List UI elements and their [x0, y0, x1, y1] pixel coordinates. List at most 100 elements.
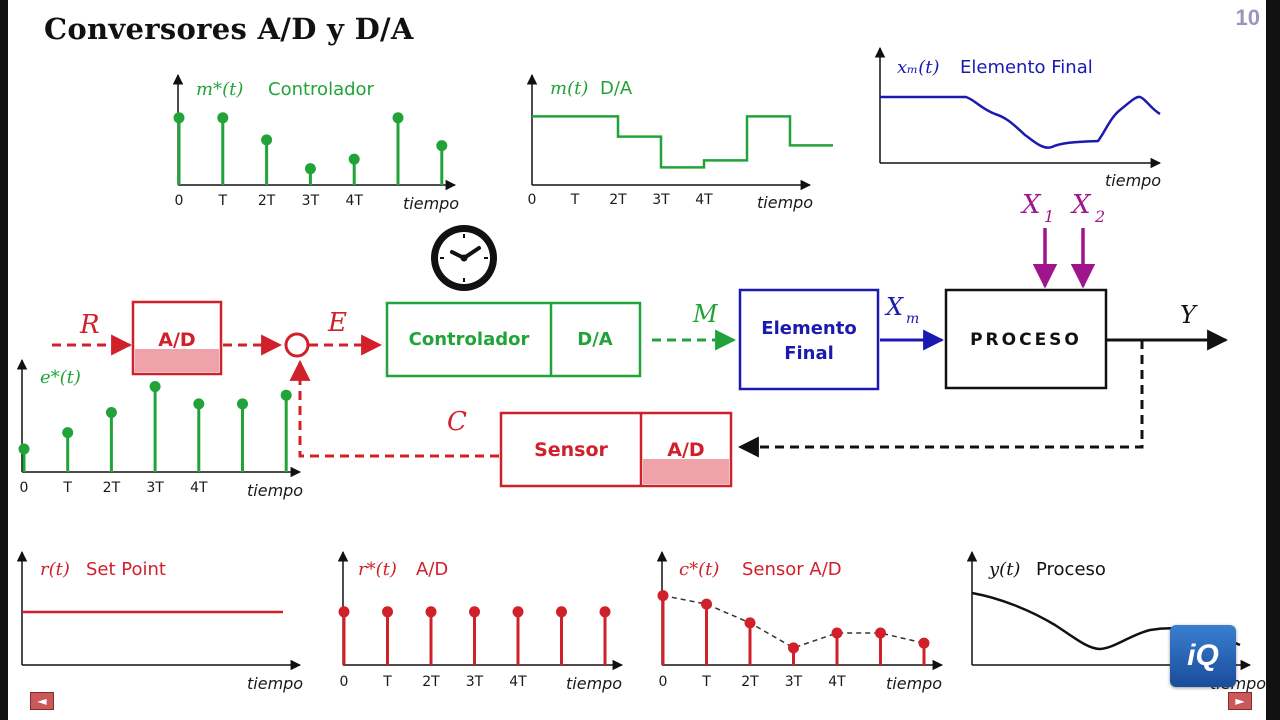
chart-m-da-staircase-line	[532, 115, 833, 169]
tick-label: 2T	[103, 480, 121, 496]
stem-dot	[193, 398, 205, 410]
disturbance-x2-label: X	[1070, 190, 1092, 220]
tick-label: 4T	[345, 193, 363, 209]
stem-dot	[173, 112, 185, 124]
chart-m-da-time-label: tiempo	[757, 193, 813, 212]
disturbance-x1-subscript: 1	[1044, 207, 1054, 226]
sensor-label: Sensor	[534, 439, 608, 461]
chart-r-set: r(t) Set Point tiempo	[16, 550, 303, 693]
stem-dot	[599, 606, 611, 618]
chart-c-star-time-label: tiempo	[886, 674, 942, 693]
stem-dot	[392, 112, 404, 124]
tick-label: 4T	[190, 480, 208, 496]
summing-junction	[284, 332, 310, 358]
chart-y-proc-title-math: y(t)	[988, 559, 1020, 580]
final-element-label-1: Elemento	[761, 318, 856, 339]
stem-dot	[237, 398, 248, 410]
chart-m-star-time-label: tiempo	[403, 194, 459, 213]
chart-m-da-title-math: m(t)	[550, 78, 588, 99]
stem-dot	[348, 153, 360, 165]
left-frame-border	[0, 0, 8, 720]
chart-m-da-title-text: D/A	[600, 78, 633, 99]
right-frame-border	[1266, 0, 1280, 720]
chart-xm: xₘ(t) Elemento Final tiempo	[874, 46, 1161, 190]
tick-label: 4T	[828, 674, 846, 690]
tick-label: 4T	[509, 674, 527, 690]
final-element-label-2: Final	[784, 343, 834, 364]
stem-dot	[149, 381, 161, 393]
stem-dot	[469, 606, 480, 618]
stem-dot	[556, 606, 567, 618]
iq-logo: iQ	[1170, 625, 1236, 687]
tick-label: T	[62, 480, 72, 496]
sensor-ad-block: Sensor A/D	[499, 411, 733, 488]
stem-dot	[425, 606, 437, 618]
controller-da-block: Controlador D/A	[385, 301, 642, 378]
tick-label: 3T	[652, 192, 670, 208]
tick-label: 2T	[258, 193, 276, 209]
stem-dot	[338, 606, 350, 618]
chart-r-set-time-label: tiempo	[247, 674, 303, 693]
chart-m-star-title-text: Controlador	[268, 79, 375, 100]
chart-c-star-title-math: c*(t)	[679, 559, 719, 580]
stem-dot	[105, 406, 117, 418]
tick-label: 0	[528, 192, 537, 208]
slide-title: Conversores A/D y D/A	[44, 12, 414, 46]
chart-r-star-time-label: tiempo	[566, 674, 622, 693]
chart-m-star-title-math: m*(t)	[196, 79, 243, 100]
stem-dot	[512, 606, 524, 618]
chart-r-set-title-text: Set Point	[86, 559, 166, 580]
chart-xm-time-label: tiempo	[1105, 171, 1161, 190]
tick-label: 3T	[466, 674, 484, 690]
chart-r-star-stems	[338, 606, 611, 665]
chart-r-star-title-text: A/D	[416, 559, 448, 580]
chart-xm-curve	[880, 95, 1161, 149]
tick-label: T	[382, 674, 392, 690]
previous-slide-button[interactable]: ◄	[30, 692, 54, 710]
chart-e-star-time-label: tiempo	[247, 481, 303, 500]
stem-dot	[788, 642, 799, 654]
tick-label: T	[218, 193, 228, 209]
stem-dot	[62, 427, 74, 439]
tick-label: 4T	[695, 192, 713, 208]
stem-dot	[18, 443, 30, 455]
chart-r-star-ticks: 0 T 2T 3T 4T	[340, 674, 528, 690]
signal-xm-subscript: m	[906, 311, 919, 327]
process-label: PROCESO	[970, 330, 1082, 350]
stem-dot	[217, 112, 229, 124]
tick-label: 3T	[146, 480, 164, 496]
signal-c-label: C	[447, 407, 467, 437]
tick-label: T	[701, 674, 711, 690]
process-block: PROCESO	[944, 288, 1108, 390]
chart-e-star-ticks: 0 T 2T 3T 4T	[20, 480, 208, 496]
ad-input-label: A/D	[158, 329, 195, 351]
chart-r-star-title-math: r*(t)	[358, 559, 397, 580]
tick-label: 0	[20, 480, 29, 496]
stem-dot	[918, 637, 930, 649]
tick-label: 3T	[302, 193, 320, 209]
feedback-path-arrow	[737, 340, 1144, 458]
next-slide-button[interactable]: ►	[1228, 692, 1252, 710]
stem-dot	[744, 617, 756, 629]
signal-r-label: R	[79, 310, 100, 340]
tick-label: 0	[340, 674, 349, 690]
tick-label: 2T	[422, 674, 440, 690]
disturbance-x2-subscript: 2	[1094, 207, 1105, 226]
da-label: D/A	[577, 329, 613, 350]
stem-dot	[831, 627, 843, 639]
chart-y-proc-title-text: Proceso	[1036, 559, 1106, 580]
chart-e-star-stems	[18, 381, 292, 472]
controller-label: Controlador	[409, 329, 530, 350]
stem-dot	[304, 163, 316, 175]
chart-c-star-title-text: Sensor A/D	[742, 559, 842, 580]
stem-dot	[875, 627, 886, 639]
stem-dot	[701, 598, 712, 610]
page-number: 10	[1235, 5, 1260, 30]
signal-c-arrow	[289, 359, 499, 458]
signal-m-label: M	[692, 300, 719, 328]
